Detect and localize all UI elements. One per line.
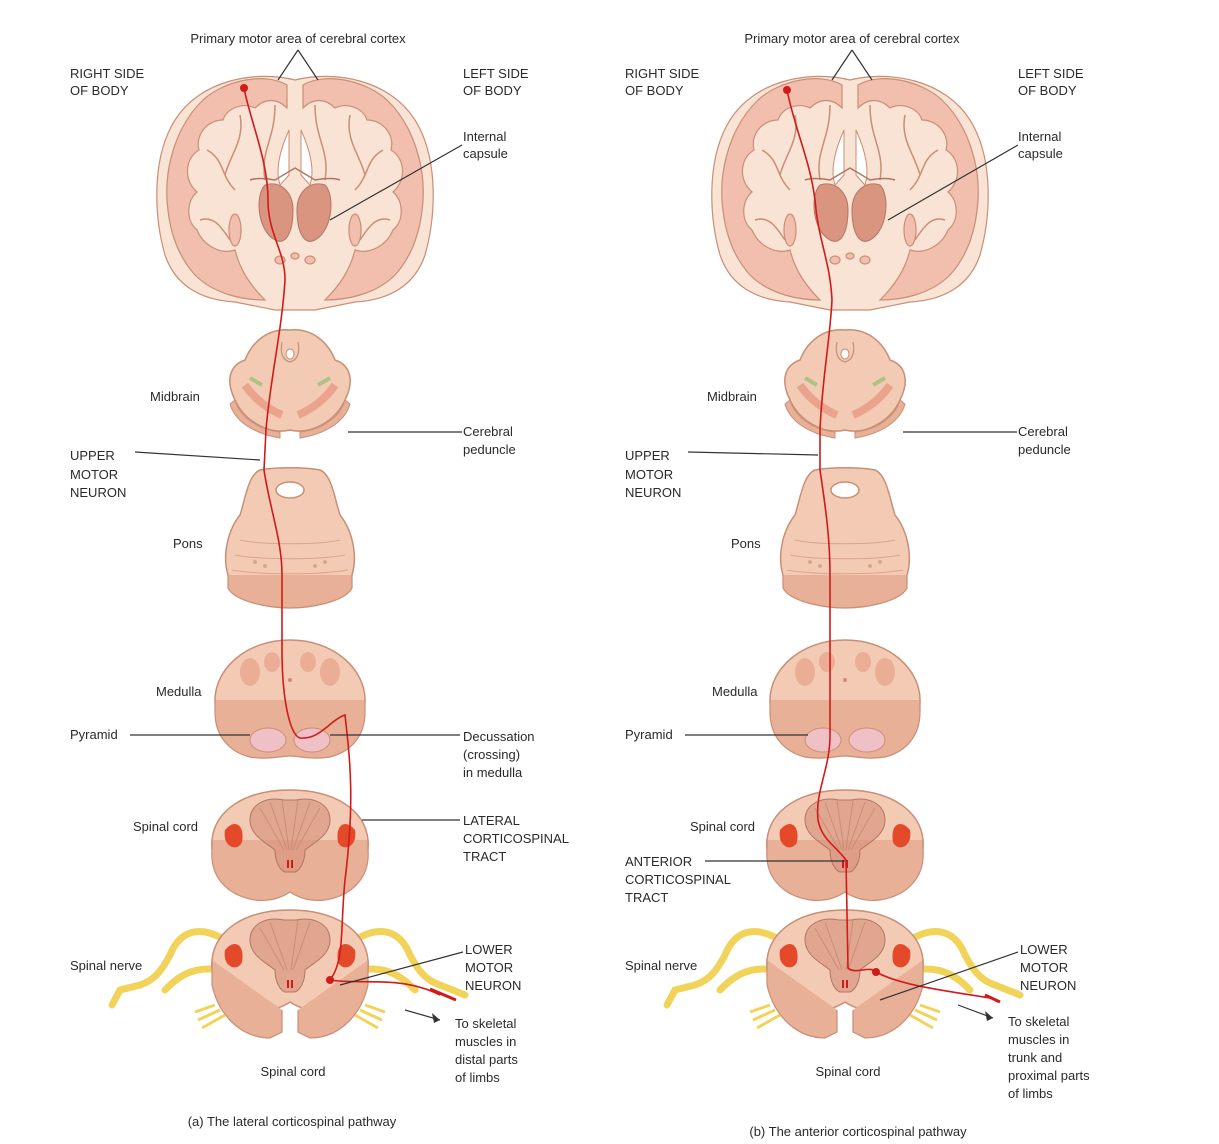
lateral-tract-label-line3: TRACT xyxy=(463,849,506,864)
anterior-tract-label-line2: CORTICOSPINAL xyxy=(625,872,731,887)
lower-spinal-cord-section xyxy=(667,910,1020,1038)
lateral-tract-label-line1: LATERAL xyxy=(463,813,520,828)
midbrain-section xyxy=(230,330,350,438)
to-muscles-label-line2: muscles in xyxy=(455,1034,516,1049)
upper-motor-neuron-label-line2: MOTOR xyxy=(625,467,673,482)
pons-section xyxy=(226,468,355,608)
primary-motor-area-label: Primary motor area of cerebral cortex xyxy=(190,31,406,46)
left-side-label-line1: LEFT SIDE xyxy=(1018,66,1084,81)
lower-motor-neuron-label-line3: NEURON xyxy=(1020,978,1076,993)
to-muscles-label-line1: To skeletal xyxy=(1008,1014,1070,1029)
internal-capsule-label-line2: capsule xyxy=(463,146,508,161)
pyramid-right xyxy=(849,728,885,752)
cerebral-peduncle-label-line2: peduncle xyxy=(1018,442,1071,457)
internal-capsule-label-line1: Internal xyxy=(1018,129,1061,144)
brain-coronal-section xyxy=(157,76,433,310)
lower-spinal-cord-section xyxy=(112,910,465,1038)
midbrain-section xyxy=(785,330,905,438)
cerebral-peduncle-label-line1: Cerebral xyxy=(463,424,513,439)
pyramid-right xyxy=(294,728,330,752)
right-side-label-line1: RIGHT SIDE xyxy=(70,66,144,81)
left-side-label-line2: OF BODY xyxy=(1018,83,1077,98)
lateral-tract-label-line2: CORTICOSPINAL xyxy=(463,831,569,846)
pyramid-left xyxy=(805,728,841,752)
internal-capsule-label-line2: capsule xyxy=(1018,146,1063,161)
primary-motor-area-label: Primary motor area of cerebral cortex xyxy=(744,31,960,46)
cerebral-peduncle-label-line1: Cerebral xyxy=(1018,424,1068,439)
brain-coronal-section xyxy=(712,76,988,310)
to-muscles-label-line4: of limbs xyxy=(455,1070,500,1085)
spinal-nerve-label: Spinal nerve xyxy=(625,958,697,973)
upper-motor-neuron-label-line2: MOTOR xyxy=(70,467,118,482)
spinal-cord-lower-label: Spinal cord xyxy=(260,1064,325,1079)
midbrain-label: Midbrain xyxy=(707,389,757,404)
spinal-cord-upper-label: Spinal cord xyxy=(133,819,198,834)
panel-b-caption: (b) The anterior corticospinal pathway xyxy=(749,1124,967,1139)
lower-motor-neuron-label-line1: LOWER xyxy=(1020,942,1068,957)
spinal-cord-lower-label: Spinal cord xyxy=(815,1064,880,1079)
panel-a-caption: (a) The lateral corticospinal pathway xyxy=(188,1114,397,1129)
pons-label: Pons xyxy=(731,536,761,551)
pyramid-left xyxy=(250,728,286,752)
upper-motor-neuron-label-line1: UPPER xyxy=(70,448,115,463)
to-muscles-label-line5: of limbs xyxy=(1008,1086,1053,1101)
to-muscles-label-line4: proximal parts xyxy=(1008,1068,1090,1083)
upper-motor-neuron-cell-body xyxy=(783,86,791,94)
lower-motor-neuron-label-line2: MOTOR xyxy=(465,960,513,975)
decussation-label-line2: (crossing) xyxy=(463,747,520,762)
upper-motor-neuron-label-line3: NEURON xyxy=(70,485,126,500)
left-side-label-line2: OF BODY xyxy=(463,83,522,98)
right-side-label-line2: OF BODY xyxy=(625,83,684,98)
decussation-label-line1: Decussation xyxy=(463,729,535,744)
upper-motor-neuron-cell-body xyxy=(240,84,248,92)
anterior-tract-label-line3: TRACT xyxy=(625,890,668,905)
cerebral-peduncle-label-line2: peduncle xyxy=(463,442,516,457)
spinal-cord-section xyxy=(767,790,923,900)
pons-section xyxy=(781,468,910,608)
pons-label: Pons xyxy=(173,536,203,551)
to-muscles-label-line1: To skeletal xyxy=(455,1016,517,1031)
spinal-nerve-label: Spinal nerve xyxy=(70,958,142,973)
lower-motor-neuron-label-line2: MOTOR xyxy=(1020,960,1068,975)
right-side-label-line1: RIGHT SIDE xyxy=(625,66,699,81)
decussation-label-line3: in medulla xyxy=(463,765,523,780)
medulla-section xyxy=(215,640,365,758)
panel-b: Primary motor area of cerebral cortex RI… xyxy=(625,31,1090,1139)
internal-capsule-label-line1: Internal xyxy=(463,129,506,144)
left-side-label-line1: LEFT SIDE xyxy=(463,66,529,81)
to-muscles-label-line3: distal parts xyxy=(455,1052,518,1067)
panel-a: Primary motor area of cerebral cortex RI… xyxy=(70,31,569,1129)
lower-motor-neuron-label-line1: LOWER xyxy=(465,942,513,957)
medulla-label: Medulla xyxy=(712,684,758,699)
midbrain-label: Midbrain xyxy=(150,389,200,404)
to-muscles-label-line2: muscles in xyxy=(1008,1032,1069,1047)
medulla-label: Medulla xyxy=(156,684,202,699)
lower-motor-neuron-label-line3: NEURON xyxy=(465,978,521,993)
right-side-label-line2: OF BODY xyxy=(70,83,129,98)
medulla-section xyxy=(770,640,920,758)
upper-motor-neuron-label-line3: NEURON xyxy=(625,485,681,500)
pyramid-label: Pyramid xyxy=(625,727,673,742)
pyramid-label: Pyramid xyxy=(70,727,118,742)
upper-motor-neuron-label-line1: UPPER xyxy=(625,448,670,463)
to-muscles-label-line3: trunk and xyxy=(1008,1050,1062,1065)
spinal-cord-upper-label: Spinal cord xyxy=(690,819,755,834)
anterior-tract-label-line1: ANTERIOR xyxy=(625,854,692,869)
